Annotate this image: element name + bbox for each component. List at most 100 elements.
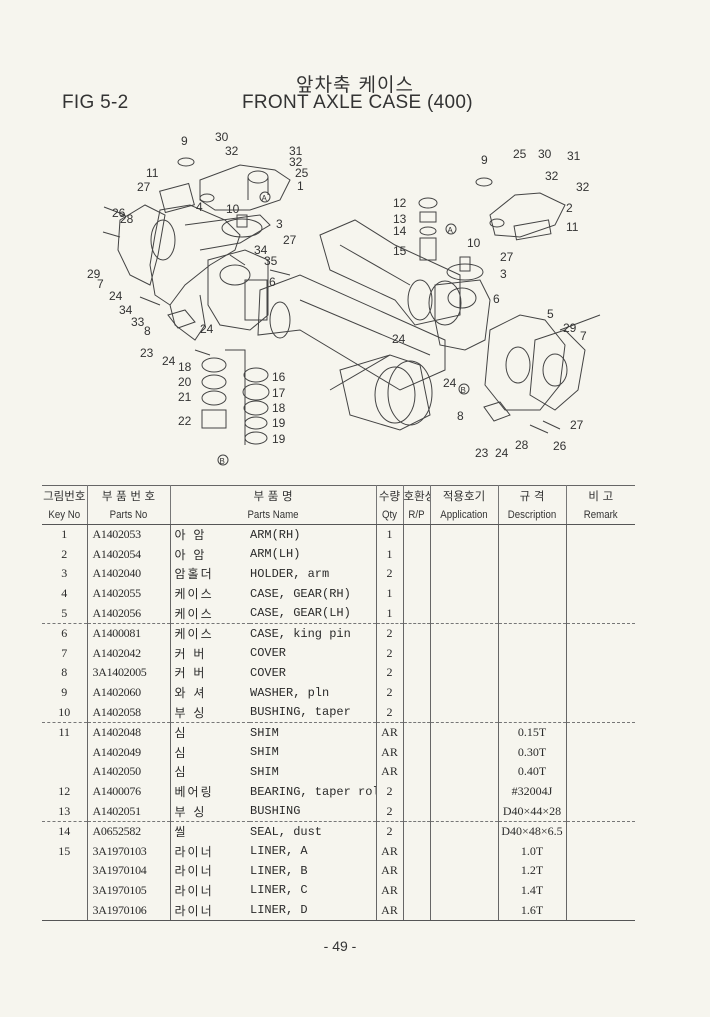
callout-17: 17: [272, 386, 286, 400]
col-key-no: Key No: [44, 505, 85, 525]
replacement-part: [403, 544, 431, 565]
callout-18: 18: [178, 360, 192, 374]
application: [430, 524, 499, 545]
part-name-english: WASHER, pln: [250, 682, 377, 703]
callout-29b: 29: [563, 321, 577, 335]
part-number: A1402058: [87, 702, 171, 723]
callout-6b: 6: [493, 292, 500, 306]
table-row: 13 A1402051 부 싱 BUSHING 2 D40×44×28: [42, 801, 635, 822]
part-number: A1402051: [87, 801, 171, 822]
figure-number: FIG 5-2: [62, 92, 129, 113]
part-name-english: SHIM: [250, 721, 377, 743]
description: [498, 682, 567, 703]
replacement-part: [403, 721, 431, 743]
callout-5: 5: [547, 307, 554, 321]
remark: [566, 683, 635, 703]
parts-list-table: 그림번호 부 품 번 호 부 품 명 수량 호환성 적용호기 규 격 비 고 K…: [42, 485, 635, 921]
part-name-english: HOLDER, arm: [250, 564, 377, 584]
key-no: [42, 742, 88, 763]
description: D40×48×6.5: [498, 820, 567, 842]
part-number: A1402056: [87, 603, 171, 624]
table-row: 10 A1402058 부 싱 BUSHING, taper 2: [42, 702, 635, 723]
callout-labels: 9 30 32 31 32 25 1 11 27 4 10 26 28 3 27…: [87, 130, 590, 466]
col-description: Description: [502, 505, 563, 525]
description: [498, 524, 567, 545]
description: [498, 583, 567, 604]
callout-3b: 3: [500, 267, 507, 281]
callout-24e: 24: [443, 376, 457, 390]
quantity: 2: [376, 643, 404, 664]
callout-7b: 7: [580, 329, 587, 343]
table-body: 1 A1402053 아 암 ARM(RH) 1 2 A1402054 아 암 …: [42, 524, 635, 921]
table-row: 15 3A1970103 라이너 LINER, A AR 1.0T: [42, 841, 635, 862]
col-rp: R/P: [404, 505, 429, 525]
callout-8: 8: [144, 324, 151, 338]
callout-23: 23: [140, 346, 154, 360]
remark: [566, 721, 635, 743]
remark: [566, 842, 635, 862]
part-name-english: COVER: [250, 663, 377, 683]
callout-28b: 28: [515, 438, 529, 452]
key-no: 5: [42, 603, 88, 624]
arm-rh-drawing: [199, 164, 291, 211]
callout-10b: 10: [467, 236, 481, 250]
table-header-korean: 그림번호 부 품 번 호 부 품 명 수량 호환성 적용호기 규 격 비 고: [42, 485, 635, 505]
quantity: 1: [376, 583, 404, 604]
application: [430, 861, 499, 881]
description: [498, 544, 567, 565]
callout-21: 21: [178, 390, 192, 404]
part-name-korean: 라이너: [174, 883, 214, 898]
part-name-english: CASE, GEAR(RH): [250, 583, 377, 604]
part-name-korean: 베어링: [174, 785, 214, 800]
remark: [566, 644, 635, 664]
quantity: AR: [376, 880, 404, 901]
table-row: 12 A1400076 베어링 BEARING, taper roller 2 …: [42, 781, 635, 802]
callout-32c: 32: [545, 169, 559, 183]
description: #32004J: [498, 781, 567, 802]
col-parts-name: Parts Name: [182, 505, 365, 525]
replacement-part: [403, 820, 431, 842]
table-row: 4 A1402055 케이스 CASE, GEAR(RH) 1: [42, 583, 635, 604]
key-no: 11: [42, 721, 88, 743]
callout-32d: 32: [576, 180, 590, 194]
key-no: 9: [42, 682, 88, 703]
description: [498, 622, 567, 644]
diagram-drawing: 9 30 32 31 32 25 1 11 27 4 10 26 28 3 27…: [87, 130, 601, 466]
quantity: AR: [376, 762, 404, 782]
part-number: 3A1970105: [87, 880, 171, 901]
svg-text:B: B: [220, 457, 225, 466]
key-no: 6: [42, 622, 88, 644]
callout-32: 32: [225, 144, 239, 158]
part-name-korean: 커 버: [174, 666, 207, 681]
callout-30: 30: [215, 130, 229, 144]
callout-6: 6: [269, 275, 276, 289]
callout-13: 13: [393, 212, 407, 226]
remark: [566, 900, 635, 921]
remark: [566, 820, 635, 842]
quantity: AR: [376, 721, 404, 743]
page-title-korean: 앞차축 케이스: [296, 74, 414, 96]
callout-15: 15: [393, 244, 407, 258]
application: [430, 900, 499, 921]
part-name-korean: 심: [174, 765, 188, 780]
part-number: A0652582: [87, 820, 171, 842]
col-remark-ko: 비 고: [566, 485, 635, 505]
part-name-korean: 케이스: [170, 622, 250, 644]
callout-30b: 30: [538, 147, 552, 161]
replacement-part: [403, 682, 431, 703]
part-name-english: LINER, D: [250, 900, 377, 921]
callout-12: 12: [393, 196, 407, 210]
page-title-english: FRONT AXLE CASE (400): [242, 92, 473, 113]
quantity: 1: [376, 544, 404, 565]
key-no: 14: [42, 820, 88, 842]
callout-1: 1: [297, 179, 304, 193]
remark: [566, 564, 635, 584]
col-rp-ko: 호환성: [403, 485, 431, 505]
part-name-korean: 케이스: [174, 606, 214, 621]
description: [498, 564, 567, 584]
callout-16: 16: [272, 370, 286, 384]
part-name-korean: 심: [170, 721, 250, 743]
application: [430, 702, 499, 723]
key-no: [42, 762, 88, 782]
part-number: A1400076: [87, 781, 171, 802]
